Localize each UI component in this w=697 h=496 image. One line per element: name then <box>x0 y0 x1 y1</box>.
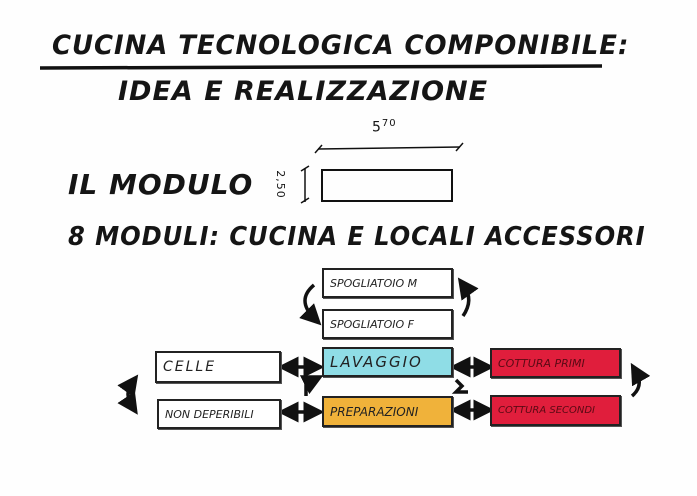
arrow-preparazioni-to-lavaggio <box>299 375 324 396</box>
diagram-subtitle: IDEA E REALIZZAZIONE <box>118 76 489 107</box>
box-spogliatoio-m: SPOGLIATOIO M <box>322 268 453 298</box>
flow-arrows <box>117 277 651 423</box>
arrow-spogliatoio-f-to-m <box>457 277 479 317</box>
arrow-spogliatoio-m-to-f <box>299 283 322 326</box>
box-spogliatoio-f: SPOGLIATOIO F <box>322 309 453 339</box>
arrow-cottura-secondi-to-primi <box>630 362 651 398</box>
box-lavaggio: LAVAGGIO <box>322 347 453 377</box>
module-height-label: 2,50 <box>273 170 287 199</box>
modules-heading: 8 MODULI: CUCINA E LOCALI ACCESSORI <box>68 222 646 252</box>
module-heading: IL MODULO <box>68 168 254 201</box>
module-rectangle <box>321 169 453 202</box>
box-cottura-primi: COTTURA PRIMI <box>490 348 621 378</box>
box-cottura-secondi: COTTURA SECONDI <box>490 395 621 426</box>
box-celle: CELLE <box>155 351 281 383</box>
box-preparazioni: PREPARAZIONI <box>322 396 453 427</box>
title-underline <box>39 64 603 70</box>
diagram-title: CUCINA TECNOLOGICA COMPONIBILE: <box>52 30 630 61</box>
width-dimension-line <box>317 146 461 150</box>
module-width-label: 570 <box>372 118 397 136</box>
arrow-celle-nondeperibili <box>117 374 139 415</box>
box-non-deperibili: NON DEPERIBILI <box>157 399 281 429</box>
arrow-lavaggio-to-preparazioni <box>451 378 468 394</box>
module-width-value: 5 <box>372 119 382 136</box>
module-width-decimal: 70 <box>381 118 397 129</box>
